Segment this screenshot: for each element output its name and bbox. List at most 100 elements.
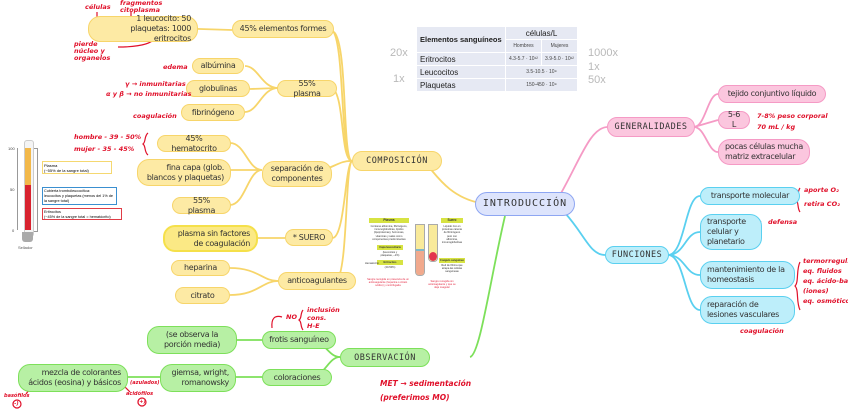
table-cell-name: Plaquetas bbox=[416, 78, 506, 92]
root-node-introduccion[interactable]: INTRODUCCIÓN bbox=[475, 192, 575, 216]
annotation-globulinas-1: γ → inmunitarias bbox=[125, 80, 186, 88]
node-coloraciones[interactable]: coloraciones bbox=[262, 369, 332, 386]
link-funciones-t3 bbox=[667, 254, 701, 276]
link-anticoag-heparina bbox=[229, 267, 279, 282]
annotation-inclusion-3: H-E bbox=[307, 322, 320, 330]
branch-funciones[interactable]: FUNCIONES bbox=[605, 246, 669, 264]
node-homeostasis[interactable]: mantenimiento de la homeostasis bbox=[700, 261, 795, 289]
ratio-right-plaquetas: 50x bbox=[588, 74, 606, 86]
label-coagulo-bar: Coágulo sanguíneo bbox=[439, 258, 465, 263]
node-plasma-sin-factores[interactable]: plasma sin factores de coagulación bbox=[163, 225, 258, 252]
table-cell-hombres: 4.3-5.7 · 10¹² bbox=[504, 52, 542, 66]
node-giemsa-wright[interactable]: giemsa, wright, romanowsky bbox=[160, 364, 236, 392]
table-cell-name: Eritrocitos bbox=[416, 52, 506, 66]
link-composicion-anticoag bbox=[335, 160, 353, 282]
table-header-unit: células/L bbox=[504, 26, 579, 40]
table-subheader-mujeres: Mujeres bbox=[540, 39, 579, 53]
tube-right-clot bbox=[429, 252, 437, 261]
node-55-plasma-sep[interactable]: 55% plasma bbox=[172, 196, 231, 215]
node-pocas-celulas[interactable]: pocas células mucha matriz extracelular bbox=[718, 139, 810, 165]
label-erythrocytes: Eritrocitos (~45% de la sangre total = h… bbox=[42, 208, 122, 220]
table-cell-value: 150-450 · 10⁹ bbox=[504, 78, 579, 92]
annotation-no: NO bbox=[286, 313, 297, 321]
table-row: Eritrocitos 4.3-5.7 · 10¹² 3.9-5.0 · 10¹… bbox=[416, 52, 579, 66]
note-right-tube: Sangre recogida sin anticoagulante y que… bbox=[428, 280, 456, 290]
label-eritrocitos-text: (40-50%) bbox=[377, 265, 403, 270]
node-frotis-sanguineo[interactable]: frotis sanguíneo bbox=[262, 331, 336, 349]
table-cell-mujeres: 3.9-5.0 · 10¹² bbox=[540, 52, 579, 66]
tube-right bbox=[428, 224, 438, 262]
annotation-brace-homeostasis bbox=[794, 261, 801, 311]
link-generalidades-pocas bbox=[693, 126, 719, 153]
annotation-celulas: células bbox=[85, 3, 111, 11]
annotation-globulinas-2: α y β → no inmunitarias bbox=[106, 90, 192, 98]
branch-generalidades[interactable]: GENERALIDADES bbox=[607, 117, 695, 137]
annotation-circle-plus bbox=[137, 397, 147, 407]
axis-tick-50: 50 bbox=[10, 187, 15, 192]
node-mezcla-colorantes[interactable]: mezcla de colorantes ácidos (eosina) y b… bbox=[18, 364, 128, 392]
annotation-edema: edema bbox=[163, 63, 188, 71]
annotation-homeostasis-4: (iones) bbox=[803, 287, 829, 295]
label-erythrocytes-title: Eritrocitos bbox=[44, 210, 61, 214]
label-plasma-text: Contiene albúmina, fibrinógeno, inmunogl… bbox=[367, 224, 411, 242]
node-citrato[interactable]: citrato bbox=[175, 287, 230, 304]
node-fina-capa[interactable]: fina capa (glob. blancos y plaquetas) bbox=[137, 159, 231, 186]
label-hematocrito: Hematocrito bbox=[365, 262, 379, 265]
node-transporte-molecular[interactable]: transporte molecular bbox=[700, 187, 800, 205]
node-reparacion[interactable]: reparación de lesiones vasculares bbox=[700, 296, 795, 324]
annotation-hombre: hombre - 39 - 50% bbox=[74, 133, 142, 141]
link-root-funciones bbox=[564, 212, 606, 256]
node-fibrinogeno[interactable]: fibrinógeno bbox=[181, 104, 245, 121]
annotation-homeostasis-2: eq. fluidos bbox=[803, 267, 842, 275]
node-porcion-media[interactable]: (se observa la porción media) bbox=[147, 326, 237, 354]
node-tejido-conjuntivo[interactable]: tejido conjuntivo líquido bbox=[718, 85, 826, 103]
label-capa-bar: Capa leucocitaria bbox=[377, 245, 403, 250]
node-elementos-formes[interactable]: 45% elementos formes bbox=[232, 20, 334, 38]
annotation-met: MET → sedimentación bbox=[380, 379, 472, 388]
table-subheader-hombres: Hombres bbox=[504, 39, 542, 53]
label-suero-bar: Suero bbox=[441, 218, 463, 223]
link-separacion-hematocrito bbox=[229, 142, 263, 171]
link-generalidades-56l bbox=[693, 119, 719, 128]
node-heparina[interactable]: heparina bbox=[171, 260, 230, 276]
annotation-preferimos: (preferimos MO) bbox=[380, 393, 450, 402]
node-proporcion-celulas[interactable]: 1 leucocito: 50 plaquetas: 1000 eritroci… bbox=[88, 14, 198, 43]
node-separacion-componentes[interactable]: separación de componentes bbox=[262, 161, 332, 187]
annotation-acidofilo: basófilos bbox=[4, 393, 30, 399]
node-45-hematocrito[interactable]: 45% hematocrito bbox=[157, 134, 231, 153]
ratio-right-eritrocitos: 1000x bbox=[588, 47, 618, 59]
node-transporte-celular[interactable]: transporte celular y planetario bbox=[700, 214, 762, 250]
link-plasma-albumina bbox=[244, 65, 279, 89]
branch-composicion[interactable]: COMPOSICIÓN bbox=[352, 151, 442, 171]
node-suero[interactable]: * SUERO bbox=[285, 229, 333, 246]
branch-observacion[interactable]: OBSERVACIÓN bbox=[340, 348, 430, 367]
node-albumina[interactable]: albúmina bbox=[192, 58, 244, 74]
annotation-pierde-nucleo: pierde núcleo y organelos bbox=[74, 40, 111, 62]
tube-left bbox=[415, 224, 425, 276]
table-row: Plaquetas 150-450 · 10⁹ bbox=[416, 78, 579, 92]
label-coagulo-text: Red de fibrina que atrapa las células sa… bbox=[439, 263, 465, 273]
node-anticoagulantes[interactable]: anticoagulantes bbox=[278, 272, 356, 290]
annotation-homeostasis-5: eq. osmóticos bbox=[803, 297, 848, 305]
blood-elements-table: Elementos sanguíneos células/L Hombres M… bbox=[416, 26, 579, 92]
link-plasma-fibrinogeno bbox=[244, 87, 279, 113]
annotation-transporte-1: aporte O₂ bbox=[804, 186, 839, 194]
link-generalidades-tejido bbox=[693, 93, 719, 128]
label-plasma-text: (~55% de la sangre total) bbox=[44, 168, 89, 173]
label-buffy-coat: Cubierta trombóleucocítica: leucocitos y… bbox=[42, 187, 117, 205]
annotation-peso: 7-8% peso corporal bbox=[757, 112, 828, 120]
label-plasma: Plasma (~55% de la sangre total) bbox=[42, 161, 112, 174]
node-5-6-l[interactable]: 5-6 L bbox=[718, 110, 750, 129]
tube-plasma-layer bbox=[25, 148, 31, 185]
table-cell-name: Leucocitos bbox=[416, 65, 506, 79]
label-erythrocytes-text: (~45% de la sangre total = hematócrito) bbox=[44, 215, 111, 219]
annotation-coagulacion-2: coagulación bbox=[740, 327, 784, 335]
node-globulinas[interactable]: globulinas bbox=[186, 80, 250, 97]
table-cell-value: 3.5-10.5 · 10⁹ bbox=[504, 65, 579, 79]
node-55-plasma[interactable]: 55% plasma bbox=[277, 79, 337, 98]
annotation-azulados: (azulados) bbox=[130, 380, 160, 386]
tube-left-buffy bbox=[416, 249, 424, 251]
label-capa-text: (leucocitos y plaquetas, ~1%) bbox=[377, 250, 403, 257]
table-header-elementos: Elementos sanguíneos bbox=[416, 26, 506, 53]
annotation-homeostasis-3: eq. ácido-base bbox=[803, 277, 848, 285]
